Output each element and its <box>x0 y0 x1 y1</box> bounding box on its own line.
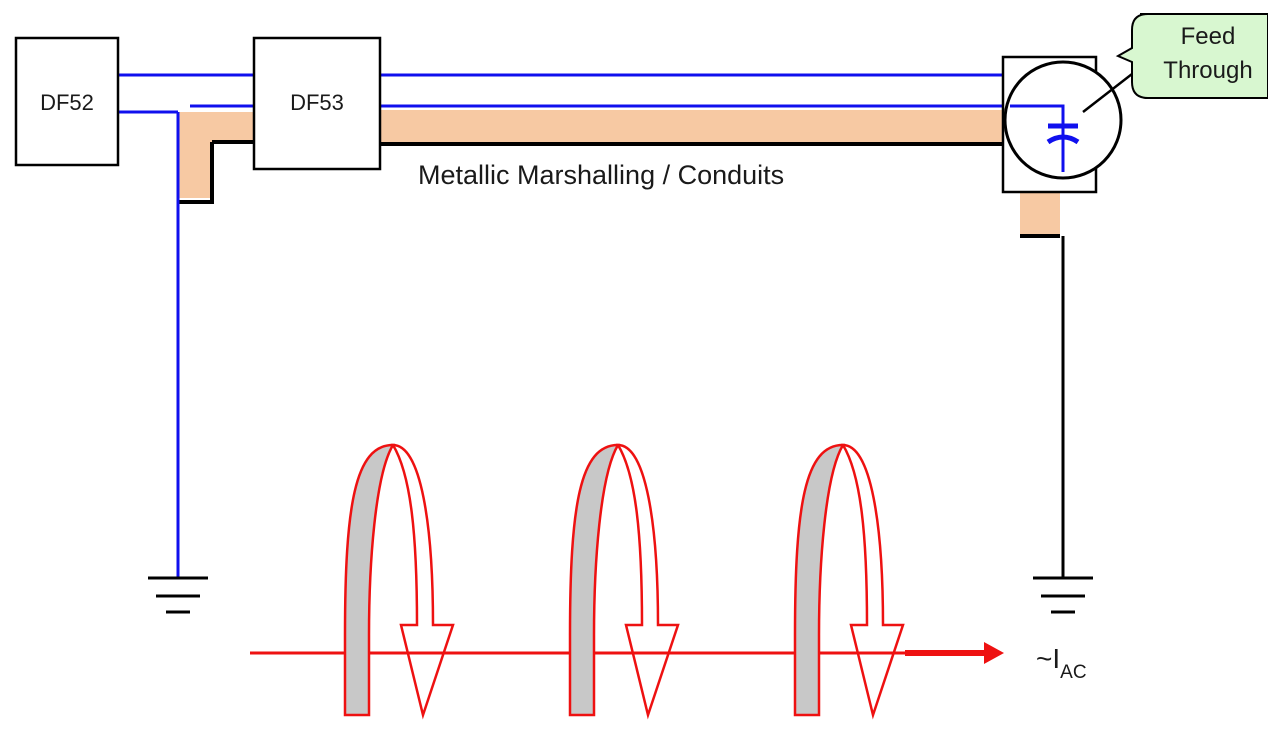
callout-bubble <box>1115 13 1268 99</box>
current-label-prefix: ~I <box>1036 643 1060 674</box>
magnetic-field-loops <box>343 443 905 717</box>
magnetic-field-loop-icon <box>568 443 680 717</box>
conduit <box>178 110 1060 238</box>
device-df52: DF52 <box>14 36 120 167</box>
wire-df52-df53-bottom <box>118 104 254 114</box>
current-label-subscript: AC <box>1060 662 1086 683</box>
current-arrow-icon <box>250 642 1004 664</box>
device-label: DF53 <box>290 90 344 115</box>
device-box <box>14 36 120 167</box>
magnetic-field-loop-icon <box>793 443 905 717</box>
magnetic-field-loop-icon <box>343 443 455 717</box>
ground-symbol-icon-right <box>1033 576 1093 614</box>
feed-wire <box>1010 104 1065 172</box>
conduit-body <box>178 112 254 198</box>
current-label: ~IAC <box>1036 643 1087 683</box>
conduit-main-run <box>380 110 1008 142</box>
conduit-drop <box>1020 190 1060 236</box>
callout-label-line2: Through <box>1163 57 1252 84</box>
device-label: DF52 <box>40 90 94 115</box>
conduit-edge <box>178 140 254 204</box>
capacitor-icon <box>1046 123 1080 145</box>
feed-through-enclosure <box>1001 55 1151 194</box>
feed-through-callout: Feed Through <box>1115 13 1268 99</box>
callout-label-line1: Feed <box>1181 23 1236 50</box>
ground-symbol-icon-left <box>148 576 208 614</box>
device-df53: DF53 <box>252 36 382 171</box>
conduit-label: Metallic Marshalling / Conduits <box>418 160 784 190</box>
device-box <box>252 36 382 171</box>
